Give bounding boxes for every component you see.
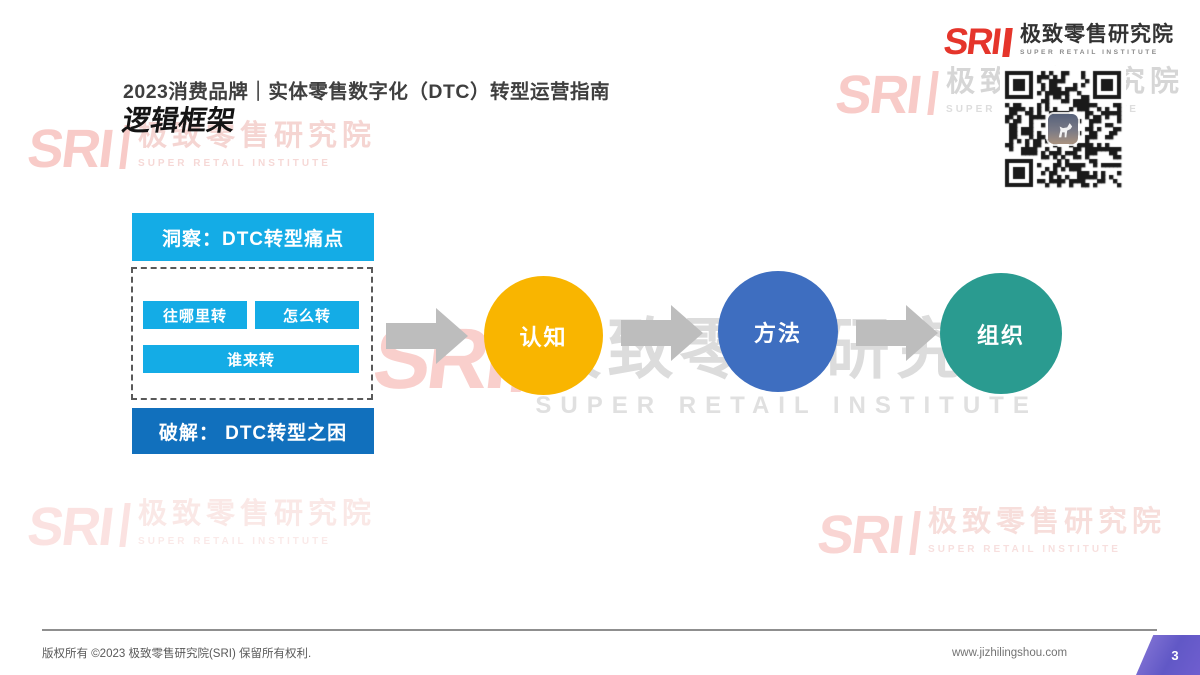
watermark-name-en: SUPER RETAIL INSTITUTE: [138, 536, 331, 547]
copyright-text: 版权所有 ©2023 极致零售研究院(SRI) 保留所有权利.: [42, 648, 312, 660]
page-number: 3: [1171, 647, 1179, 663]
watermark-name-en: SUPER RETAIL INSTITUTE: [928, 544, 1121, 555]
insight-box: 洞察：DTC转型痛点: [132, 213, 374, 261]
brand-watermark: SRI 极致零售研究院 SUPER RETAIL INSTITUTE: [814, 505, 1167, 565]
page-number-badge: 3: [1136, 635, 1200, 675]
brand-watermark: SRI 极致零售研究院 SUPER RETAIL INSTITUTE: [24, 119, 377, 179]
solve-box: 破解： DTC转型之困: [132, 408, 374, 454]
flow-arrow-icon: [386, 308, 468, 364]
sri-logo: SRI 极致零售研究院 SUPER RETAIL INSTITUTE: [941, 21, 1174, 62]
logo-divider-bar: [909, 511, 921, 555]
footer-divider: [42, 629, 1157, 631]
logo-divider-bar: [119, 503, 131, 547]
brand-name-cn: 极致零售研究院: [1020, 23, 1174, 46]
sri-watermark-logo: SRI: [814, 505, 906, 565]
slide-title: 2023消费品牌｜实体零售数字化（DTC）转型运营指南: [123, 81, 610, 103]
pain-point-chip: 往哪里转: [143, 301, 247, 329]
stage-circle-cognition: 认知: [484, 276, 603, 395]
pain-point-chip: 谁来转: [143, 345, 359, 373]
watermark-name-en: SUPER RETAIL INSTITUTE: [535, 392, 1038, 419]
watermark-name-en: SUPER RETAIL INSTITUTE: [138, 158, 331, 169]
stage-circle-organization: 组织: [940, 273, 1062, 394]
sri-watermark-logo: SRI: [24, 497, 116, 557]
sri-watermark-logo: SRI: [24, 119, 116, 179]
watermark-name-cn: 极致零售研究院: [928, 506, 1167, 538]
brand-name-en: SUPER RETAIL INSTITUTE: [1020, 49, 1159, 56]
logo-divider-bar: [1002, 28, 1013, 57]
pain-points-container: 往哪里转 怎么转 谁来转: [131, 267, 373, 400]
pain-point-chip: 怎么转: [255, 301, 359, 329]
wechat-qr-code: [1000, 66, 1126, 192]
qr-center-thumbnail: [1048, 114, 1078, 144]
slide-subtitle: 逻辑框架: [120, 105, 238, 136]
website-url: www.jizhilingshou.com: [952, 647, 1068, 659]
sri-logo-text: SRI: [941, 21, 1003, 62]
watermark-name-cn: 极致零售研究院: [138, 120, 377, 152]
stage-circle-method: 方法: [718, 271, 838, 392]
watermark-name-cn: 极致零售研究院: [138, 498, 377, 530]
flow-arrow-icon: [621, 305, 703, 361]
flow-arrow-icon: [856, 305, 938, 361]
logo-divider-bar: [927, 71, 939, 115]
horse-icon: [1058, 123, 1073, 138]
sri-watermark-logo: SRI: [832, 65, 924, 125]
brand-watermark: SRI 极致零售研究院 SUPER RETAIL INSTITUTE: [24, 497, 377, 557]
